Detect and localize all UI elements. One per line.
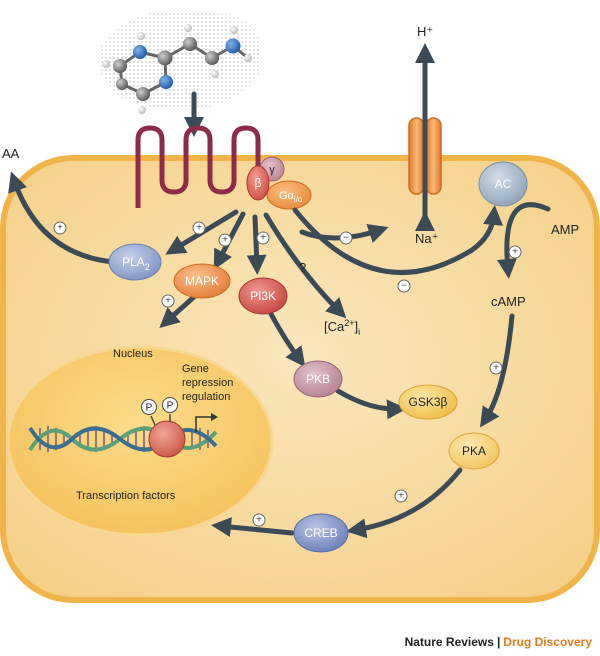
galpha-text: Gα — [279, 190, 295, 202]
pla2-text: PLA — [122, 255, 145, 269]
phosphate-icon — [141, 399, 157, 415]
ac-label: AC — [495, 177, 512, 191]
h-plus-label: H⁺ — [417, 24, 433, 39]
journal-name: Nature Reviews — [404, 635, 494, 649]
galpha-subunit — [266, 180, 312, 210]
plus-sign-mapk: + — [222, 235, 228, 246]
gsk3b-label: GSK3β — [409, 395, 448, 409]
creb-node — [293, 513, 349, 553]
plus-sign-transcription: + — [256, 515, 262, 526]
plus-sign-nucleus: + — [165, 296, 171, 307]
question-mark: ? — [299, 260, 306, 275]
arrow-camp-to-pka — [480, 313, 515, 428]
pla2-label: PLA2 — [122, 255, 150, 272]
pi3k-label: PI3K — [250, 289, 276, 303]
gpcr-receptor — [135, 125, 261, 208]
arrow-to-ac — [292, 205, 503, 275]
figure-credit: Nature Reviews|Drug Discovery — [405, 635, 592, 649]
arrow-amp-to-camp — [496, 202, 551, 279]
gamma-subunit-label: γ — [269, 164, 275, 176]
mapk-node — [173, 263, 231, 299]
calcium-charge: 2+ — [344, 318, 354, 328]
arrow-to-calcium — [263, 212, 347, 319]
gsk3b-node — [398, 384, 458, 420]
calcium-text: [Ca — [324, 319, 345, 334]
phosphate-icon — [162, 397, 178, 413]
phosphate-label-2: P — [167, 401, 174, 412]
pla2-subscript: 2 — [145, 262, 150, 272]
arrow-pka-to-creb — [346, 467, 463, 539]
gene-label-line2: repression — [182, 377, 233, 389]
plus-sign-pka: + — [493, 363, 499, 374]
phosphate-label-1: P — [146, 403, 153, 414]
na-plus-label: Na⁺ — [415, 231, 438, 246]
camp-label: cAMP — [491, 294, 526, 309]
ligand-molecule-icon — [98, 10, 262, 114]
calcium-label: [Ca2+]i — [324, 318, 360, 337]
gene-label-line3: regulation — [182, 391, 230, 403]
arrow-to-pi3k — [246, 214, 267, 275]
arrow-to-exchanger — [299, 223, 389, 243]
transcription-factors-label: Transcription factors — [76, 490, 176, 502]
journal-section: Drug Discovery — [503, 635, 592, 649]
arrow-to-pkb — [268, 311, 306, 368]
beta-subunit — [246, 165, 270, 201]
pka-node — [448, 432, 500, 470]
nucleus — [6, 345, 274, 537]
gene-label-line1: Gene — [182, 363, 209, 375]
plus-sign-pi3k: + — [260, 233, 266, 244]
nucleus-label: Nucleus — [113, 348, 153, 360]
plus-sign-pla2: + — [196, 223, 202, 234]
calcium-bracket: ] — [355, 319, 359, 334]
amp-label: AMP — [551, 222, 579, 237]
plus-sign-creb: + — [398, 491, 404, 502]
arrow-to-nucleus — [159, 293, 198, 329]
plus-sign-aa: + — [57, 223, 63, 234]
beta-subunit-label: β — [255, 176, 262, 190]
arrow-to-gsk3b — [335, 388, 407, 420]
aa-label: AA — [2, 146, 20, 161]
minus-sign-ac: − — [401, 281, 407, 292]
pkb-label: PKB — [306, 372, 330, 386]
minus-sign-exchanger: − — [343, 233, 349, 244]
pka-label: PKA — [462, 444, 486, 458]
galpha-subscript: i/o — [294, 195, 303, 204]
mapk-label: MAPK — [185, 274, 219, 288]
creb-label: CREB — [304, 526, 337, 540]
plus-sign-camp: + — [512, 247, 518, 258]
sign-markers: + + + + + − − + + + + — [53, 221, 522, 527]
transcription-factor-complex — [148, 420, 186, 458]
pla2-node — [108, 243, 162, 281]
galpha-subunit-label: Gαi/o — [279, 190, 303, 204]
calcium-subscript: i — [358, 327, 360, 337]
pkb-node — [293, 360, 343, 398]
adenylyl-cyclase-node — [478, 161, 528, 207]
arrow-to-aa — [8, 171, 117, 265]
credit-separator: | — [496, 635, 501, 649]
transcription-start-arrow-icon — [195, 416, 213, 432]
pi3k-node — [238, 277, 288, 315]
arrow-creb-to-nucleus — [211, 517, 295, 538]
